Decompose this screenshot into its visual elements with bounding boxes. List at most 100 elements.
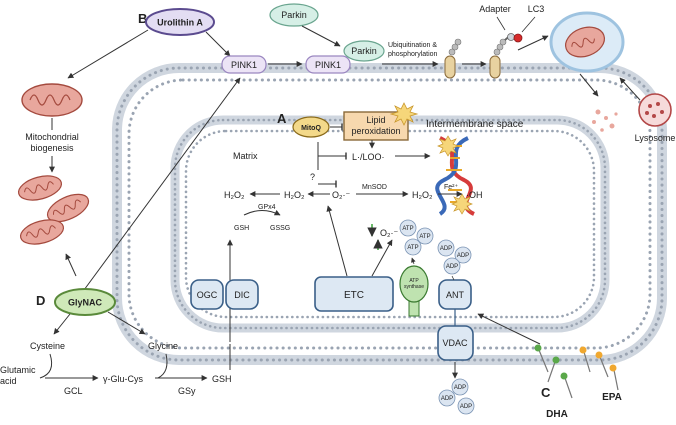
parkin-free-label: Parkin xyxy=(281,10,307,20)
glycine-label: Glycine xyxy=(148,341,178,351)
mitoq-label: MitoQ xyxy=(301,125,321,132)
atp-synthase: ATP synthase xyxy=(399,265,429,317)
panel-b-letter: B xyxy=(138,11,147,26)
pink1-left-label: PINK1 xyxy=(231,60,257,70)
lc3-pointer xyxy=(521,16,536,33)
lysosome-fusion-arrow xyxy=(619,77,641,101)
ubiquitinated-receptor-icon xyxy=(444,38,462,79)
lysosome-label: Lysosome xyxy=(635,133,676,143)
pink1-right-label: PINK1 xyxy=(315,60,341,70)
glutamic-label-line2: acid xyxy=(0,376,17,386)
biogenesis-label-line2: biogenesis xyxy=(30,143,74,153)
degradation-fragments-icon xyxy=(592,109,618,132)
parkin-bound-label: Parkin xyxy=(351,46,377,56)
urolithin-a-node: Urolithin A xyxy=(145,8,215,36)
dha-molecules-icon xyxy=(534,344,573,399)
h2o2-mid-label: H₂O₂ xyxy=(284,190,305,200)
lipid-radical-burst-icon xyxy=(389,102,419,126)
adapter-lc3-complex-icon xyxy=(489,33,523,79)
panel-d-letter: D xyxy=(36,293,45,308)
dna-damage-icon xyxy=(435,135,475,216)
intermembrane-label: Intermembrane space xyxy=(426,119,524,130)
gamma-glu-cys-label: γ-Glu-Cys xyxy=(103,374,143,384)
ogc-transporter: OGC xyxy=(190,279,224,310)
etc-to-superoxide2-arrow xyxy=(371,239,393,277)
gsy-label: GSy xyxy=(178,386,196,396)
parkin-bound-node: Parkin xyxy=(343,40,385,62)
epa-label: EPA xyxy=(602,392,622,403)
dha-epa-arrow xyxy=(477,313,541,345)
mitochondrion-icon xyxy=(21,83,83,117)
superoxide-etc-label: O₂·⁻ xyxy=(380,228,398,238)
mitoq-node: MitoQ xyxy=(292,116,330,138)
gcl-label: GCL xyxy=(64,386,83,396)
to-autophagosome-arrow xyxy=(517,35,549,51)
gsh-gssg-arc xyxy=(243,209,281,216)
cysteine-label: Cysteine xyxy=(30,341,65,351)
glutamic-label-line1: Glutamic xyxy=(0,365,36,375)
ubiquitination-label-line2: phosphorylation xyxy=(388,51,438,58)
ant-transporter: ANT xyxy=(438,279,472,310)
inner-membrane xyxy=(170,115,610,333)
atp-2-label: ATP xyxy=(419,234,430,240)
adp-out-2-label: ADP xyxy=(441,396,453,402)
gsh-output-label: GSH xyxy=(212,374,232,384)
panel-c-letter: C xyxy=(541,385,551,400)
glynac-to-mito-arrow xyxy=(65,253,77,277)
lipid-peroxidation-line2: peroxidation xyxy=(351,126,400,136)
atp-cluster: ATP ATP ATP xyxy=(399,219,434,256)
dic-label: DIC xyxy=(234,290,250,300)
adp-outside-cluster: ADP ADP ADP xyxy=(438,378,475,415)
pink1-node-right: PINK1 xyxy=(305,55,351,74)
ogc-label: OGC xyxy=(197,290,218,300)
lysosome-icon xyxy=(638,93,672,127)
gssg-label: GSSG xyxy=(270,225,290,232)
dic-transporter: DIC xyxy=(225,279,259,310)
gpx4-label: GPx4 xyxy=(258,204,276,211)
adp-cluster: ADP ADP ADP xyxy=(437,239,472,275)
etc-to-superoxide-arrow xyxy=(326,205,348,277)
ubiquitination-label-line1: Ubiquitination & xyxy=(388,42,437,49)
etc-complex: ETC xyxy=(314,276,394,312)
lipid-radicals-label: L·/LOO· xyxy=(352,152,385,162)
glynac-to-cysteine-arrow xyxy=(53,313,71,335)
outer-membrane xyxy=(112,63,667,365)
glynac-to-pink1-arrow xyxy=(83,77,241,291)
adp-out-3-label: ADP xyxy=(460,404,472,410)
adp-out-1-label: ADP xyxy=(454,385,466,391)
panel-a-letter: A xyxy=(277,111,287,126)
adp-to-ant-line xyxy=(451,275,455,281)
glynac-label: GlyNAC xyxy=(68,298,103,308)
matrix-label: Matrix xyxy=(233,151,258,161)
glynac-node: GlyNAC xyxy=(54,288,116,316)
lc3-label: LC3 xyxy=(528,4,545,14)
autophagosome-icon xyxy=(549,11,625,73)
adp-1-label: ADP xyxy=(440,246,452,252)
vdac-label: VDAC xyxy=(442,338,468,348)
glycine-join-curve xyxy=(157,353,168,379)
atp-1-label: ATP xyxy=(402,226,413,232)
urolithin-to-mito-arrow xyxy=(67,29,149,79)
gsh-matrix-label: GSH xyxy=(234,225,249,232)
fe-label: Fe²⁺ xyxy=(444,184,459,191)
hydroxyl-label: ·OH xyxy=(466,190,483,200)
adp-3-label: ADP xyxy=(446,264,458,270)
h2o2-right-label: H₂O₂ xyxy=(412,190,433,200)
glynac-to-glycine-arrow xyxy=(107,311,146,335)
adapter-pointer xyxy=(496,16,506,31)
superoxide-label: O₂·⁻ xyxy=(332,190,350,200)
urolithin-to-pink1-arrow xyxy=(205,31,231,57)
synthase-to-atp-arrow xyxy=(411,257,416,265)
mnsod-label: MnSOD xyxy=(362,184,387,191)
epa-molecules-icon xyxy=(579,346,619,391)
dha-label: DHA xyxy=(546,409,568,420)
vdac-channel: VDAC xyxy=(437,325,474,361)
parkin-recruit-arrow xyxy=(301,25,341,47)
pink1-node-left: PINK1 xyxy=(221,55,267,74)
lipid-peroxidation-line1: Lipid xyxy=(366,115,385,125)
parkin-free-node: Parkin xyxy=(269,3,319,27)
atp-synthase-line1: ATP xyxy=(409,278,419,284)
adapter-label: Adapter xyxy=(479,4,511,14)
